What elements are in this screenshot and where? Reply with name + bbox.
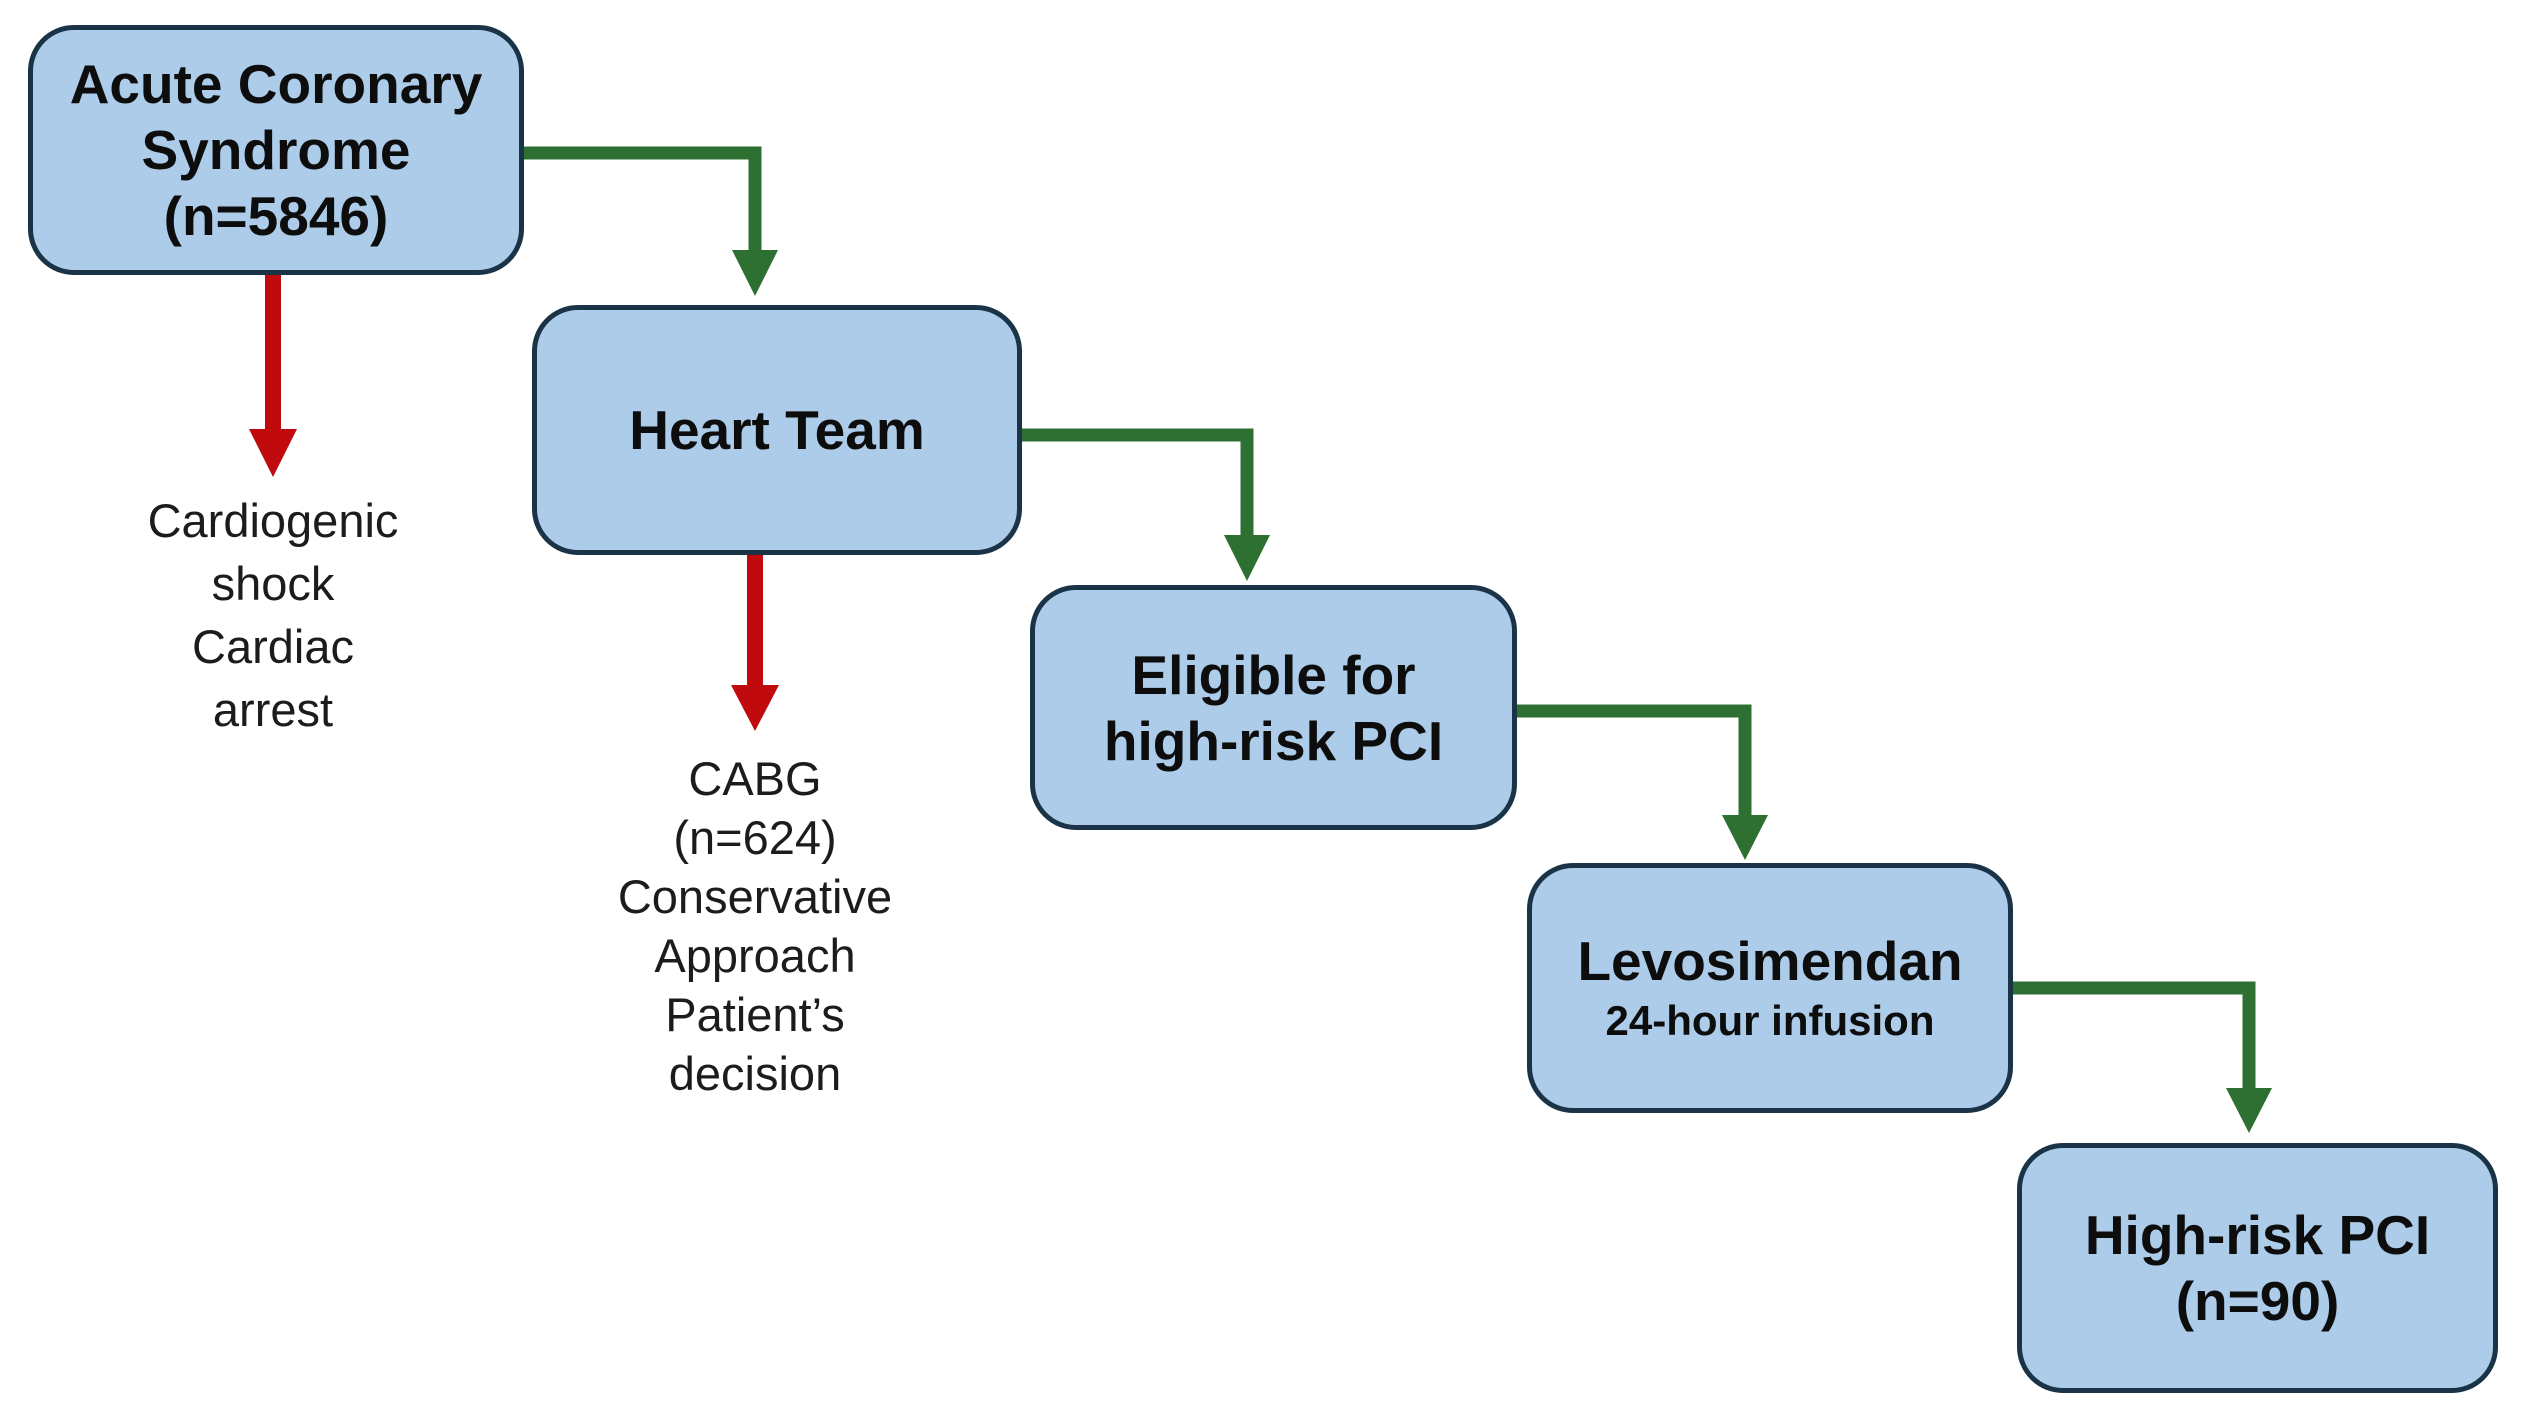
note-text-line: arrest	[212, 683, 334, 736]
box-subtitle-line: 24-hour infusion	[1605, 997, 1935, 1044]
arrow-shaft	[2013, 981, 2256, 1090]
flow-box-heart-team: Heart Team	[532, 305, 1022, 555]
arrow-head-icon	[2226, 1088, 2272, 1133]
arrow-eligible-to-levosimendan	[1517, 704, 1768, 860]
arrow-head-icon	[1224, 535, 1270, 581]
note-text-line: Cardiac	[192, 620, 354, 673]
note-text-line: decision	[668, 1047, 842, 1100]
box-text-line: high-risk PCI	[1103, 709, 1444, 772]
note-text-line: (n=624)	[673, 811, 837, 864]
note-text-line: Patient’s	[665, 988, 845, 1041]
arrow-head-icon	[249, 429, 297, 477]
arrow-head-icon	[732, 250, 778, 296]
box-text-line: (n=5846)	[163, 185, 389, 247]
arrow-acs-to-heart-team	[524, 146, 778, 296]
box-text-line: Heart Team	[629, 399, 925, 461]
box-text-line: (n=90)	[2175, 1270, 2340, 1332]
note-text-line: Conservative	[617, 870, 893, 923]
arrow-levosimendan-to-pci	[2013, 981, 2272, 1133]
arrow-head-icon	[1722, 815, 1768, 860]
note-text-line: CABG	[688, 752, 822, 805]
arrow-shaft	[524, 146, 762, 252]
arrow-head-icon	[731, 685, 779, 731]
box-text-line: Levosimendan	[1577, 930, 1963, 992]
flow-box-eligible-high-risk-pci: Eligible for high-risk PCI	[1030, 585, 1517, 830]
flow-box-high-risk-pci: High-risk PCI (n=90)	[2017, 1143, 2498, 1393]
note-text-line: Cardiogenic	[147, 494, 399, 547]
exclusion-note-heart-team: CABG (n=624) Conservative Approach Patie…	[505, 749, 1005, 1103]
box-text-line: Syndrome	[141, 119, 411, 181]
flow-box-levosimendan: Levosimendan 24-hour infusion	[1527, 863, 2013, 1113]
flow-box-acute-coronary-syndrome: Acute Coronary Syndrome (n=5846)	[28, 25, 524, 275]
arrow-shaft	[1022, 428, 1254, 537]
box-text-line: Eligible for	[1131, 643, 1416, 706]
arrow-shaft	[1517, 704, 1752, 817]
box-text-line: High-risk PCI	[2084, 1204, 2431, 1266]
arrow-heart-team-to-eligible	[1022, 428, 1270, 581]
arrow-heart-team-exclusion	[731, 555, 779, 731]
arrow-acs-exclusion	[249, 275, 297, 477]
box-text-line: Acute Coronary	[69, 53, 483, 115]
note-text-line: shock	[211, 557, 335, 610]
exclusion-note-acs: Cardiogenic shock Cardiac arrest	[23, 489, 523, 741]
note-text-line: Approach	[654, 929, 856, 982]
